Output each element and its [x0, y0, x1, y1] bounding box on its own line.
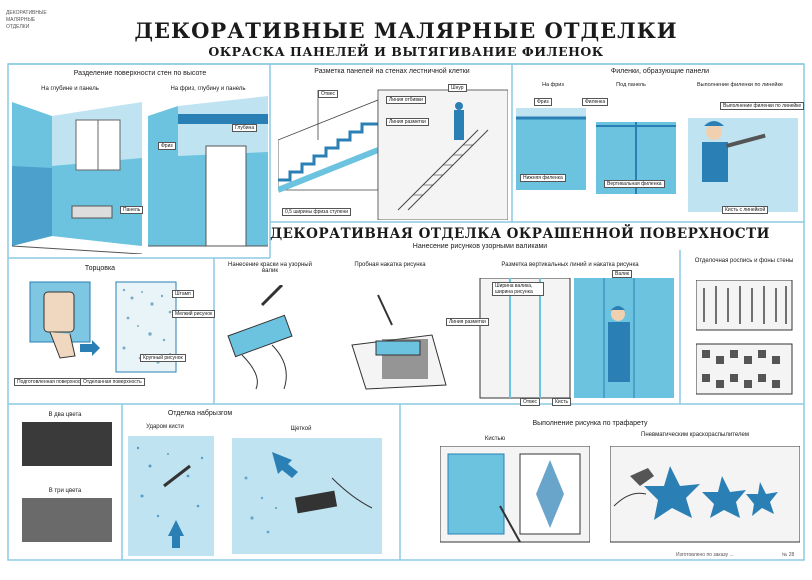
poster-title: ДЕКОРАТИВНЫЕ МАЛЯРНЫЕ ОТДЕЛКИ	[134, 18, 678, 43]
stencil-title: Выполнение рисунка по трафарету	[532, 420, 648, 427]
roller-vertical-illustration	[479, 278, 674, 399]
p1-label-panel: Панель	[120, 206, 144, 214]
torcovka-label-stamp: Штамп	[172, 290, 194, 298]
p1-right-caption: На фриз, глубину и панель	[170, 86, 246, 92]
torcovka-label-prepared: Подготовленная поверхность	[14, 378, 89, 386]
roller-paint-illustration	[227, 285, 293, 390]
p2-label-razmetka: Линия разметки	[386, 118, 429, 126]
p3-label-vertical: Вертикальная филенка	[604, 180, 665, 188]
roller-label-razmetka: Линия разметки	[446, 318, 489, 326]
spray-title: Отделка набрызгом	[167, 410, 233, 417]
p2-title: Разметка панелей на стенах лестничной кл…	[314, 68, 470, 75]
section2-subtitle: Нанесение рисунков узорными валиками	[412, 243, 548, 250]
p2-label-step: 0,5 ширины фриза ступени	[282, 208, 352, 216]
p3-title: Филенки, образующие панели	[610, 68, 710, 75]
p1-title: Разделение поверхности стен по высоте	[73, 70, 207, 77]
torcovka-label-small: Мелкий рисунок	[172, 310, 216, 318]
torcovka-label-finished: Отделанная поверхность	[80, 378, 145, 386]
stencil-brush-illustration	[440, 446, 590, 543]
torcovka-title: Торцовка	[84, 265, 116, 272]
stencil-spray-caption: Пневматическим краскораспылителем	[641, 432, 749, 438]
roller-label-otves: Отвес	[520, 398, 541, 406]
pattern-samples-title: Отделочная роспись и фоны стены	[694, 258, 794, 264]
footer-sheet-number: № 28	[782, 552, 795, 558]
roller-label-brush: Кисть	[552, 398, 572, 406]
p1-left-caption: На глубине и панель	[41, 86, 99, 92]
two-colors-title: В два цвета	[48, 412, 82, 418]
three-colors-title: В три цвета	[48, 488, 82, 494]
p1-label-friz: Фриз	[158, 142, 176, 150]
p2-label-otbivka: Линия отбивки	[386, 96, 426, 104]
two-colors-sample	[22, 422, 112, 466]
roller-step2-title: Пробная накатка рисунка	[354, 262, 426, 268]
p3-label-ruler: Выполнение филенки по линейке	[720, 102, 805, 110]
p3-label-filenka: Филенка	[582, 98, 609, 106]
spray-comb-illustration	[232, 438, 382, 554]
footer-imprint: Изготовлено по заказу ...	[676, 552, 734, 558]
roller-step3-title: Разметка вертикальных линий и накатка ри…	[501, 262, 639, 268]
roller-step1-title: Нанесение краски на узорный валик	[228, 262, 312, 274]
torcovka-label-large: Крупный рисунок	[140, 354, 186, 362]
stencil-spray-illustration	[610, 446, 800, 543]
p3-label-brush: Кисть с линейкой	[722, 206, 769, 214]
pattern-samples-illustration	[696, 280, 793, 395]
roller-trial-illustration	[351, 294, 447, 390]
poster-subtitle: ОКРАСКА ПАНЕЛЕЙ И ВЫТЯГИВАНИЕ ФИЛЕНОК	[208, 44, 604, 59]
p3-col1: На фриз	[542, 82, 564, 88]
three-colors-sample	[22, 498, 112, 542]
filenki-illustration	[516, 108, 798, 212]
p2-label-shnur: Шнур	[448, 84, 467, 92]
spray-comb: Щеткой	[290, 426, 312, 432]
p3-label-friz: Фриз	[534, 98, 552, 106]
staircase-illustration	[278, 89, 508, 220]
room-right-illustration	[148, 96, 268, 247]
stencil-brush-caption: Кистью	[484, 436, 506, 442]
spray-brush-illustration	[128, 436, 214, 556]
spray-brush-hit: Ударом кисти	[146, 424, 184, 430]
p1-label-glubina: Глубина	[232, 124, 258, 132]
poster-code: ДЕКОРАТИВНЫЕ МАЛЯРНЫЕ ОТДЕЛКИ	[6, 10, 47, 30]
p3-col3: Выполнение филенки по линейке	[697, 82, 783, 88]
roller-label-valik: Валик	[612, 270, 633, 278]
p3-col2: Под панель	[616, 82, 646, 88]
room-left-illustration	[12, 102, 142, 254]
roller-label-width: Ширина валика, ширина рисунка	[492, 282, 544, 296]
p2-label-otves: Отвес	[318, 90, 339, 98]
p3-label-bottom: Нижняя филенка	[520, 174, 566, 182]
section2-title: ДЕКОРАТИВНАЯ ОТДЕЛКА ОКРАШЕННОЙ ПОВЕРХНО…	[270, 226, 770, 242]
